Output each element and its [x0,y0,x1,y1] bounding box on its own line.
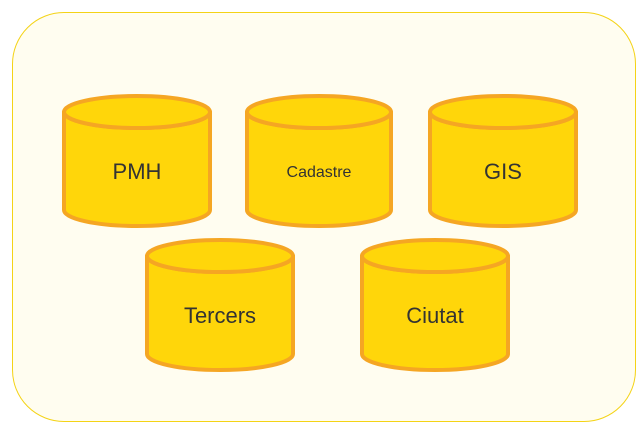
database-label-tercers: Tercers [184,303,256,328]
database-cylinder-top [360,238,510,274]
database-label-ciutat: Ciutat [406,303,463,328]
database-cylinder-top [62,94,212,130]
database-cylinder-top [428,94,578,130]
database-tercers: Tercers [145,238,295,372]
database-ciutat: Ciutat [360,238,510,372]
database-cadastre: Cadastre [245,94,393,228]
database-label-pmh: PMH [113,159,162,184]
database-label-gis: GIS [484,159,522,184]
database-gis: GIS [428,94,578,228]
database-cylinder-top [145,238,295,274]
database-label-cadastre: Cadastre [287,164,352,181]
database-pmh: PMH [62,94,212,228]
database-cylinder-top [245,94,393,130]
